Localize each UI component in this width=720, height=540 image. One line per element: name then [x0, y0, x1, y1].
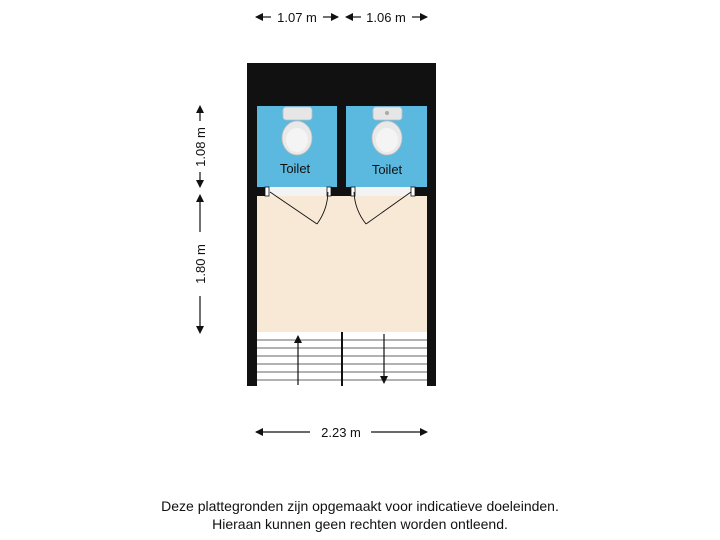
toilet-left-icon: [281, 106, 313, 156]
door-right-opening: [353, 187, 413, 196]
disclaimer-line-1: Deze plattegronden zijn opgemaakt voor i…: [161, 498, 559, 514]
dimension-bottom: 2.23 m: [255, 425, 428, 440]
svg-text:2.23 m: 2.23 m: [321, 425, 361, 440]
door-left-jamb-2: [326, 186, 332, 197]
dimension-top-right: 1.06 m: [345, 10, 428, 25]
svg-text:1.06 m: 1.06 m: [366, 10, 406, 25]
svg-text:1.07 m: 1.07 m: [277, 10, 317, 25]
room-label-toilet-left: Toilet: [280, 161, 311, 176]
door-right-jamb: [350, 186, 356, 197]
svg-text:1.80 m: 1.80 m: [193, 244, 208, 284]
dimension-left-top: 1.08 m: [193, 105, 208, 188]
dimension-top-left: 1.07 m: [255, 10, 339, 25]
disclaimer: Deze plattegronden zijn opgemaakt voor i…: [0, 497, 720, 533]
toilet-right-icon: [371, 106, 403, 156]
dimension-left-bottom: 1.80 m: [193, 194, 208, 334]
door-left-jamb: [264, 186, 270, 197]
disclaimer-line-2: Hieraan kunnen geen rechten worden ontle…: [212, 516, 508, 532]
door-right-jamb-2: [410, 186, 416, 197]
door-left-swing: [269, 191, 329, 225]
hall-floor: [257, 196, 427, 332]
door-left-opening: [267, 187, 329, 196]
door-right-swing: [353, 191, 412, 225]
svg-text:1.08 m: 1.08 m: [193, 127, 208, 167]
room-label-toilet-right: Toilet: [372, 162, 403, 177]
